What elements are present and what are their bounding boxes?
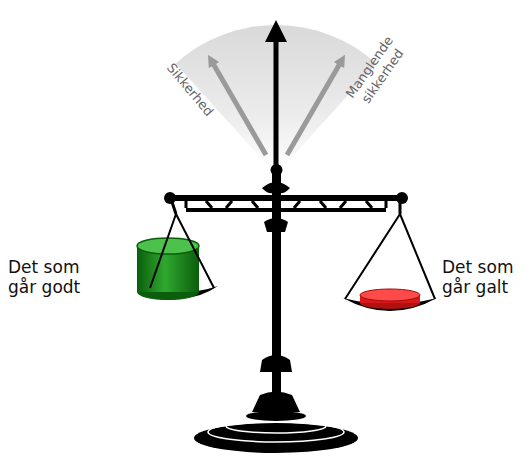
- safety-arrow: [211, 60, 266, 155]
- pan-hook: [172, 202, 400, 214]
- pan-string: [150, 214, 214, 288]
- bad-side-label: Det som går galt: [442, 257, 528, 298]
- pan-string: [345, 214, 435, 299]
- good-side-label: Det som går godt: [8, 257, 96, 298]
- post-ornament: [262, 182, 290, 193]
- beam-lattice: [186, 201, 386, 208]
- base-ring: [226, 419, 326, 433]
- post-ornament: [260, 355, 292, 372]
- insecurity-label: Manglende sikkerhed: [339, 29, 413, 116]
- base-top: [246, 411, 306, 421]
- pointer-needle: [274, 38, 279, 172]
- insecurity-arrow: [287, 60, 342, 155]
- red-weight: [360, 289, 420, 301]
- beam-end: [164, 192, 176, 204]
- post-foot: [252, 392, 300, 413]
- safety-label: Sikkerhed: [155, 51, 225, 130]
- scale-beam: [186, 208, 386, 212]
- scale-base: [194, 423, 358, 453]
- post-ornament: [264, 218, 288, 232]
- post-finial: [271, 164, 283, 176]
- base-ring: [208, 422, 344, 442]
- scale-post: [272, 168, 281, 413]
- beam-end: [396, 192, 408, 204]
- pointer-head: [265, 20, 287, 42]
